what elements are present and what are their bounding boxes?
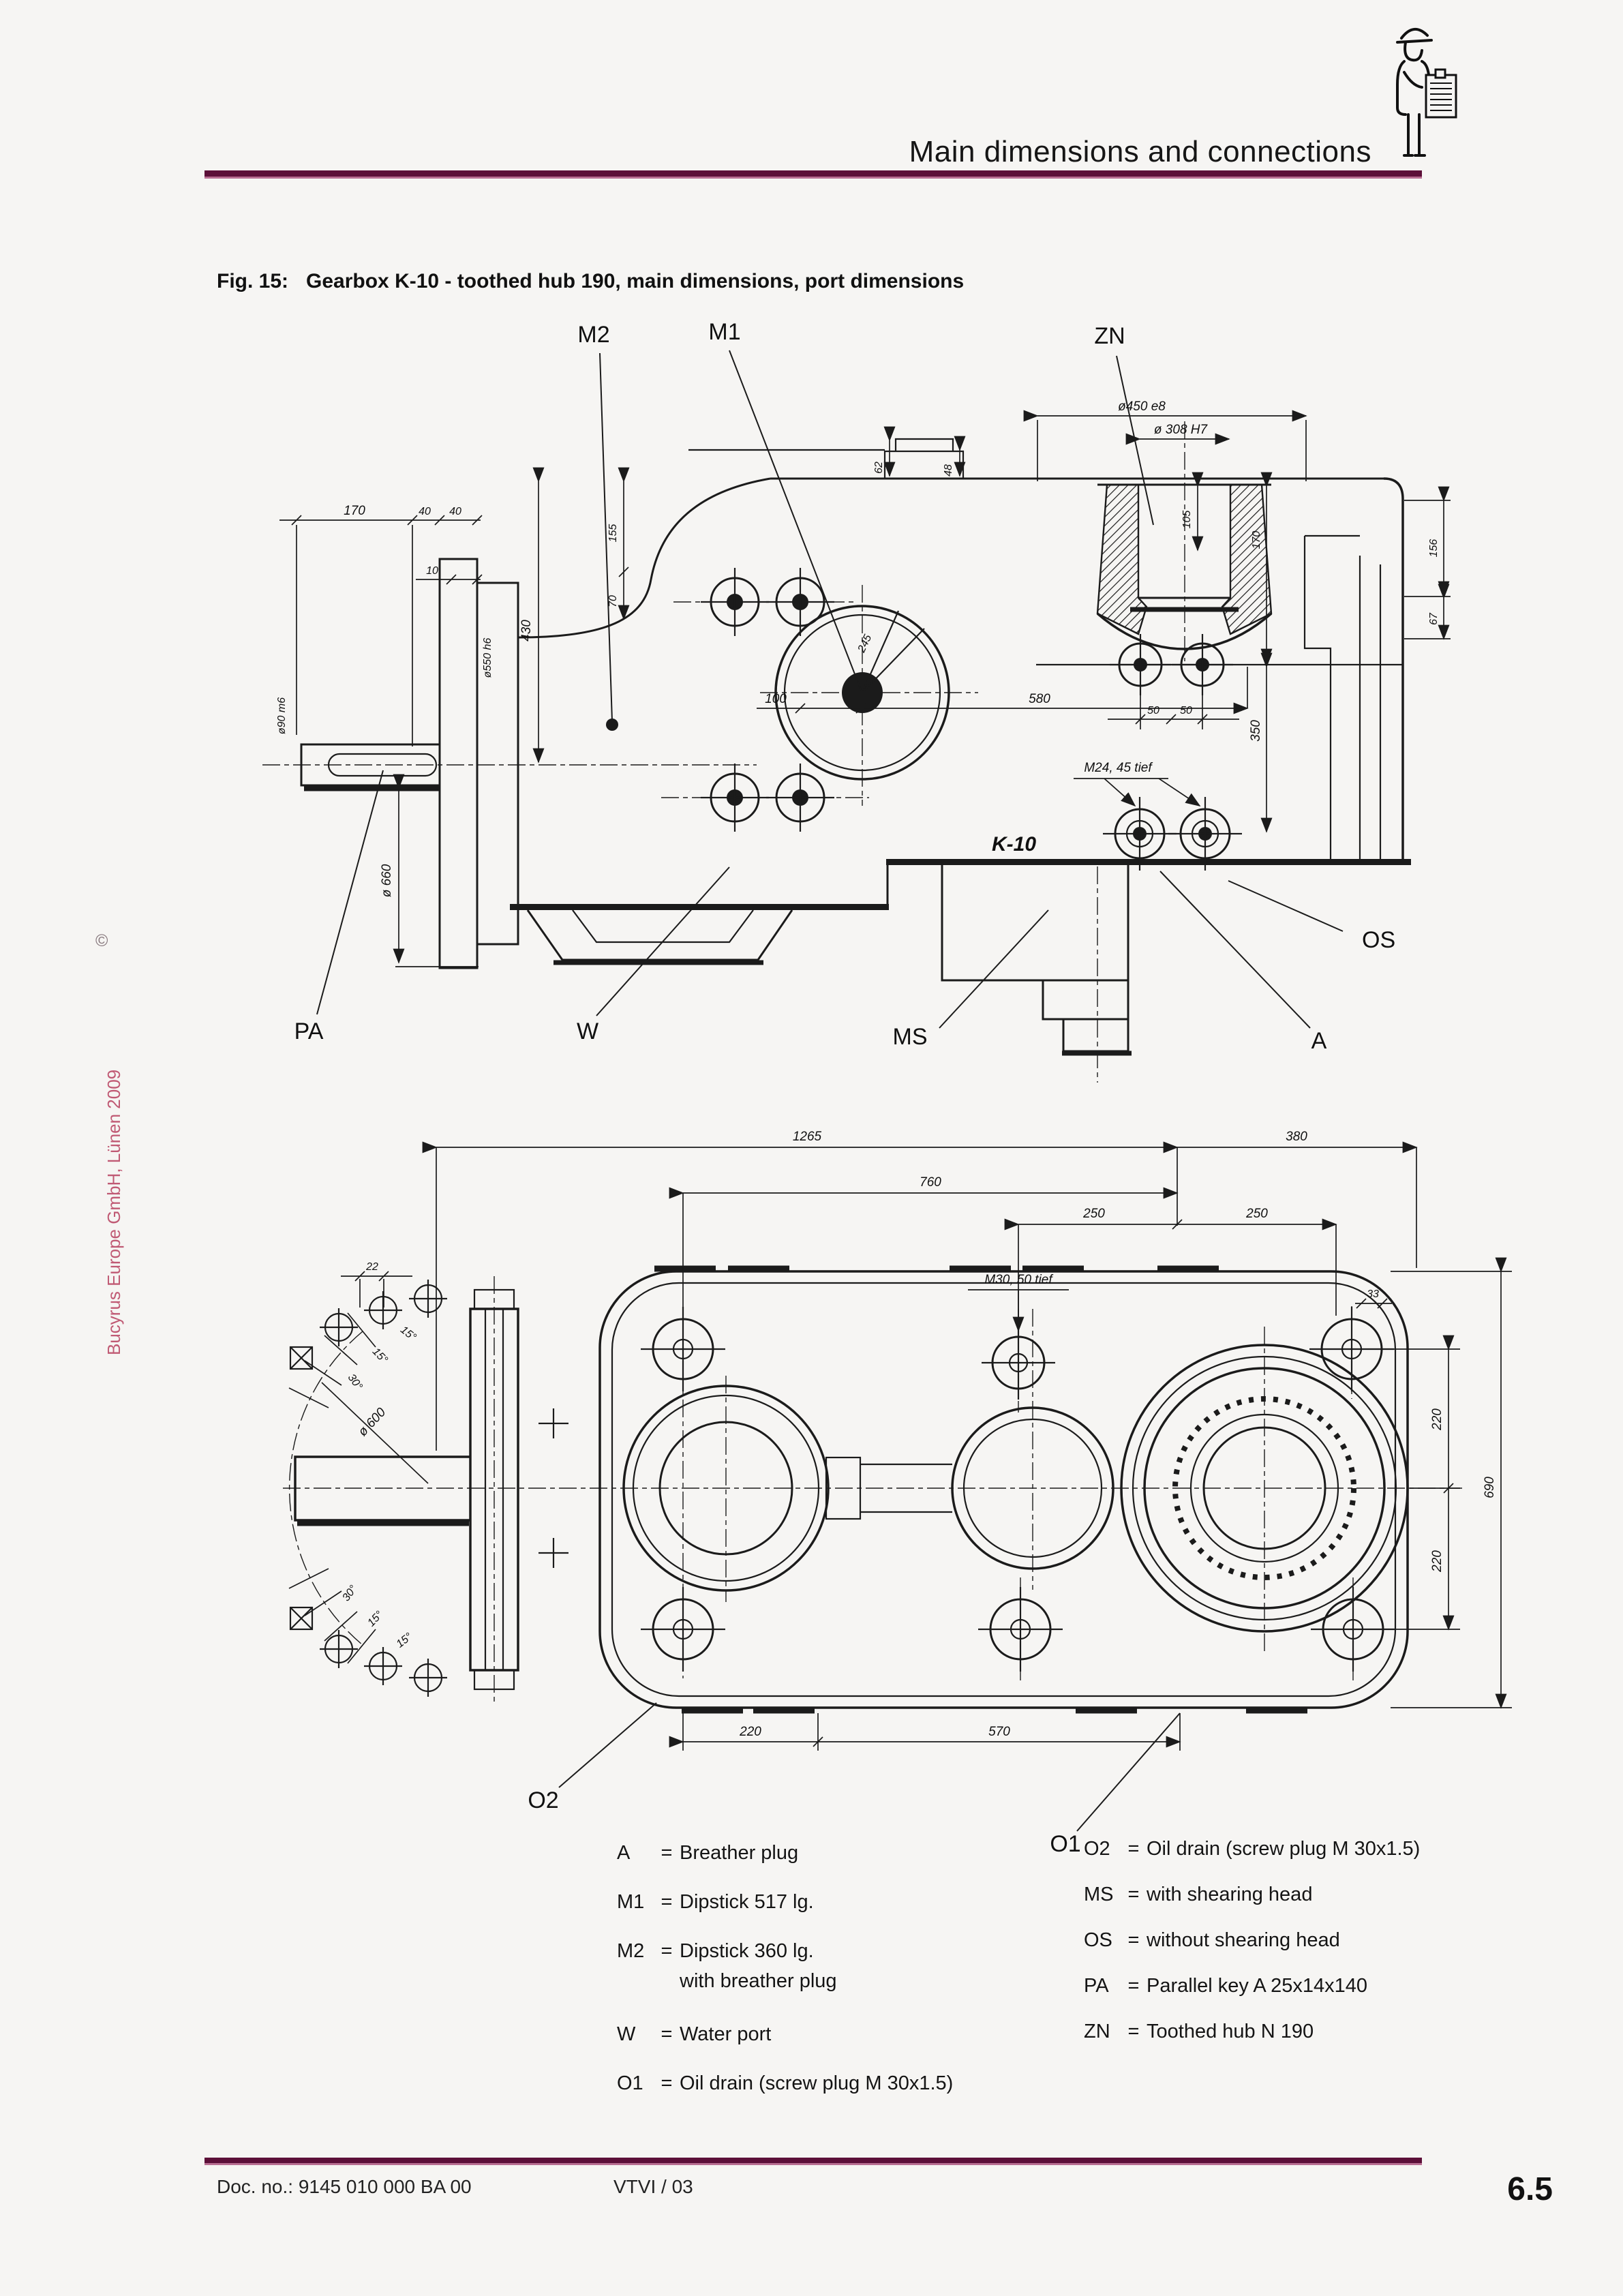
dim-m30: M30, 50 tief xyxy=(984,1273,1053,1287)
dim-600: ø 600 xyxy=(356,1405,389,1439)
dim-156: 156 xyxy=(1428,539,1440,558)
legend-item-ms: MS=with shearing head xyxy=(1084,1884,1313,1905)
dim-570: 570 xyxy=(988,1725,1010,1739)
dim-50b: 50 xyxy=(1180,705,1192,716)
leader-labels: M2 M1 ZN PA W MS OS A xyxy=(294,319,1396,1054)
figure-caption: Fig. 15: Gearbox K-10 - toothed hub 190, … xyxy=(217,270,964,293)
dim-1265: 1265 xyxy=(793,1130,822,1144)
dim-380: 380 xyxy=(1286,1130,1307,1144)
legend-item-o1: O1=Oil drain (screw plug M 30x1.5) xyxy=(617,2072,954,2094)
angle-30b: 30° xyxy=(340,1583,359,1603)
dim-22: 22 xyxy=(365,1261,378,1273)
dim-550h6: ø550 h6 xyxy=(482,638,494,678)
dim-40a: 40 xyxy=(419,506,431,517)
gearbox-housing xyxy=(510,438,1411,1056)
gear-circles xyxy=(622,1344,1409,1633)
flange-shaft-top xyxy=(294,1288,952,1691)
dim-308h7: ø 308 H7 xyxy=(1154,423,1209,437)
input-shaft xyxy=(300,558,519,969)
dim-660: ø 660 xyxy=(380,864,394,897)
angle-15a: 15° xyxy=(398,1324,419,1344)
footer-code: VTVI / 03 xyxy=(613,2176,693,2197)
worker-clipboard-icon xyxy=(1396,28,1457,157)
label-os: OS xyxy=(1362,927,1395,953)
legend-item-pa: PA=Parallel key A 25x14x140 xyxy=(1084,1975,1368,1997)
toothed-hub-section xyxy=(1096,483,1273,650)
figure-caption-label: Fig. 15: xyxy=(217,270,289,292)
legend-item-w: W=Water port xyxy=(617,2023,772,2045)
housing-bolts xyxy=(641,1307,1395,1672)
dim-10: 10 xyxy=(426,565,438,577)
label-zn: ZN xyxy=(1094,323,1125,349)
drawing-side-view: 170 40 40 10 430 155 70 ø550 h6 ø90 m6 ø… xyxy=(262,319,1451,1083)
dim-580: 580 xyxy=(1029,692,1050,706)
label-pa: PA xyxy=(294,1018,324,1044)
label-w: W xyxy=(577,1018,598,1044)
label-o2: O2 xyxy=(528,1787,558,1813)
angle-30: 30° xyxy=(346,1372,365,1393)
drawing-top-view: 1265 380 760 250 250 22 33 M30, 50 tief … xyxy=(283,1130,1512,1857)
bolt-holes xyxy=(701,568,1242,871)
dim-430: 430 xyxy=(519,620,534,641)
angle-15c: 15° xyxy=(394,1631,414,1650)
angle-15b: 15° xyxy=(370,1346,390,1366)
dim-450e8: ø450 e8 xyxy=(1118,399,1166,414)
footer-doc-number: Doc. no.: 9145 010 000 BA 00 xyxy=(217,2176,472,2197)
legend-item-o2: O2=Oil drain (screw plug M 30x1.5) xyxy=(1084,1838,1421,1860)
page-title: Main dimensions and connections xyxy=(909,135,1371,168)
figure-caption-text: Gearbox K-10 - toothed hub 190, main dim… xyxy=(306,270,965,292)
legend-item-a: A=Breather plug xyxy=(617,1842,799,1864)
legend-item-m2: M2=Dipstick 360 lg. xyxy=(617,1940,814,1962)
dimension-texts: 170 40 40 10 430 155 70 ø550 h6 ø90 m6 ø… xyxy=(276,399,1440,897)
header-rule xyxy=(204,170,1422,179)
label-m1: M1 xyxy=(708,319,740,345)
dim-220r2: 220 xyxy=(1430,1550,1444,1573)
dim-760: 760 xyxy=(920,1175,941,1190)
dim-40b: 40 xyxy=(449,506,461,517)
dim-70: 70 xyxy=(607,595,619,607)
dim-105: 105 xyxy=(1181,511,1193,529)
dim-250a: 250 xyxy=(1082,1207,1105,1221)
dim-170b: 170 xyxy=(1251,531,1262,549)
dim-250b: 250 xyxy=(1245,1207,1268,1221)
leader-labels2: O2 O1 xyxy=(528,1702,1181,1857)
label-ms: MS xyxy=(893,1024,928,1050)
sidebar-imprint: Bucyrus Europe GmbH, Lünen 2009 xyxy=(104,1069,124,1355)
dimension-texts2: 1265 380 760 250 250 22 33 M30, 50 tief … xyxy=(340,1130,1497,1739)
dim-50a: 50 xyxy=(1147,705,1159,716)
label-a: A xyxy=(1311,1028,1327,1054)
dim-33: 33 xyxy=(1367,1288,1379,1300)
housing-top-view xyxy=(598,1265,1409,1714)
dim-m24: M24, 45 tief xyxy=(1084,761,1153,775)
dim-690: 690 xyxy=(1483,1477,1497,1498)
dimensions2 xyxy=(341,1141,1512,1751)
legend-item-m2-cont: with breather plug xyxy=(680,1970,837,1992)
dim-100: 100 xyxy=(765,692,787,706)
legend-item-os: OS=without shearing head xyxy=(1084,1929,1340,1951)
dim-220r1: 220 xyxy=(1430,1408,1444,1431)
flange-bolt-arc xyxy=(288,1280,447,1697)
dim-48: 48 xyxy=(943,464,954,477)
dipstick-bore xyxy=(774,605,950,781)
centerlines2 xyxy=(283,1276,1462,1706)
dim-350: 350 xyxy=(1249,720,1263,742)
angle-15d: 15° xyxy=(365,1609,385,1629)
label-m2: M2 xyxy=(577,322,609,348)
dim-245: 245 xyxy=(855,633,874,654)
dim-170: 170 xyxy=(344,504,365,518)
dimensions xyxy=(279,410,1451,967)
dim-220b: 220 xyxy=(739,1725,761,1739)
dim-62: 62 xyxy=(873,462,885,474)
dim-155: 155 xyxy=(607,524,619,543)
legend-item-zn: ZN=Toothed hub N 190 xyxy=(1084,2021,1314,2042)
model-label: K-10 xyxy=(992,833,1036,856)
sidebar-copyright: © xyxy=(95,931,108,950)
footer-rule xyxy=(204,2158,1422,2165)
dim-90m6: ø90 m6 xyxy=(276,697,288,734)
label-o1: O1 xyxy=(1050,1831,1080,1857)
page-number: 6.5 xyxy=(1507,2171,1553,2207)
legend-item-m1: M1=Dipstick 517 lg. xyxy=(617,1891,814,1913)
dim-67: 67 xyxy=(1428,612,1440,625)
